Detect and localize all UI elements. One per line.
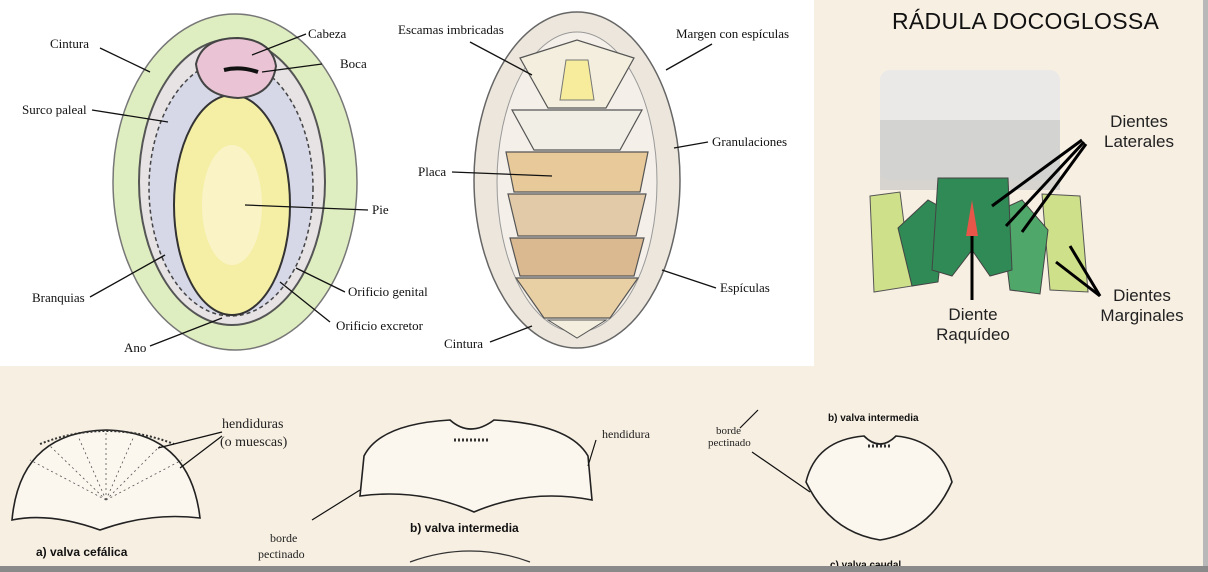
label-surco-paleal: Surco paleal (22, 102, 87, 117)
label-pie: Pie (372, 202, 389, 217)
foot-center (202, 145, 262, 265)
valva-intermedia-drawing (311, 419, 597, 563)
label-valva-caudal: c) valva caudal (830, 560, 901, 571)
mouth (223, 66, 259, 74)
label-boca: Boca (340, 56, 367, 71)
chiton-dorsal-leaders (451, 41, 717, 343)
chiton-dorsal-drawing (473, 11, 681, 349)
label-valva-cefalica: a) valva cefálica (36, 545, 128, 559)
label-branquias: Branquias (32, 290, 85, 305)
label-escamas-imbricadas: Escamas imbricadas (398, 22, 504, 37)
label-orificio-excretor: Orificio excretor (336, 318, 424, 333)
plate-3 (505, 151, 649, 193)
label-dientes-marginales-line1: Dientes (1113, 286, 1171, 305)
label-dientes-marginales: Dientes Marginales (1092, 286, 1192, 326)
rachidian-tooth (966, 200, 978, 236)
label-valva-intermedia: b) valva intermedia (410, 521, 519, 535)
valva-intermedia2-drawing (739, 409, 953, 572)
label-granulaciones: Granulaciones (712, 134, 787, 149)
valva-intermedia2-shell (805, 435, 953, 541)
marginal-teeth-right (1041, 193, 1089, 293)
label-pectinado: pectinado (258, 547, 305, 561)
plate-4 (507, 193, 647, 237)
label-dientes-laterales-line1: Dientes (1110, 112, 1168, 131)
label-dientes-marginales-line2: Marginales (1100, 306, 1184, 325)
label-espiculas: Espículas (720, 280, 770, 295)
chiton-ventral-leaders (89, 33, 369, 347)
label-cintura-left: Cintura (50, 36, 89, 51)
valva-intermedia-shell (359, 419, 593, 513)
label-borde-2: borde (716, 425, 741, 437)
radula-drawing (869, 70, 1089, 295)
label-dientes-laterales-line2: Laterales (1104, 132, 1174, 151)
label-diente-raquideo-line2: Raquídeo (936, 325, 1010, 344)
plate-1-center (559, 59, 595, 101)
label-placa: Placa (418, 164, 446, 179)
label-ano: Ano (124, 340, 146, 355)
label-diente-raquideo-line1: Diente (948, 305, 998, 324)
label-valva-intermedia-2: b) valva intermedia (828, 413, 919, 424)
valva-cefalica-drawing (11, 429, 223, 531)
label-cabeza: Cabeza (308, 26, 346, 41)
label-pectinado-2: pectinado (708, 437, 751, 449)
plate-2 (510, 109, 644, 151)
label-orificio-genital: Orificio genital (348, 284, 428, 299)
chiton-ventral-drawing (112, 13, 358, 351)
label-o-muescas: (o muescas) (220, 435, 288, 450)
label-margen-espiculas: Margen con espículas (676, 26, 789, 41)
right-scroll-edge (1203, 0, 1208, 572)
plate-5 (509, 237, 645, 277)
label-hendiduras: hendiduras (222, 417, 283, 432)
label-dientes-laterales: Dientes Laterales (1096, 112, 1182, 152)
radula-arrows (970, 138, 1102, 300)
radula-title: RÁDULA DOCOGLOSSA (892, 8, 1160, 34)
label-cintura-right: Cintura (444, 336, 483, 351)
plate-6 (514, 277, 640, 319)
label-diente-raquideo: Diente Raquídeo (930, 305, 1016, 345)
plate-tail (546, 319, 608, 339)
bottom-edge-bar (0, 566, 1208, 572)
label-borde: borde (270, 531, 297, 545)
label-hendidura: hendidura (602, 427, 651, 441)
